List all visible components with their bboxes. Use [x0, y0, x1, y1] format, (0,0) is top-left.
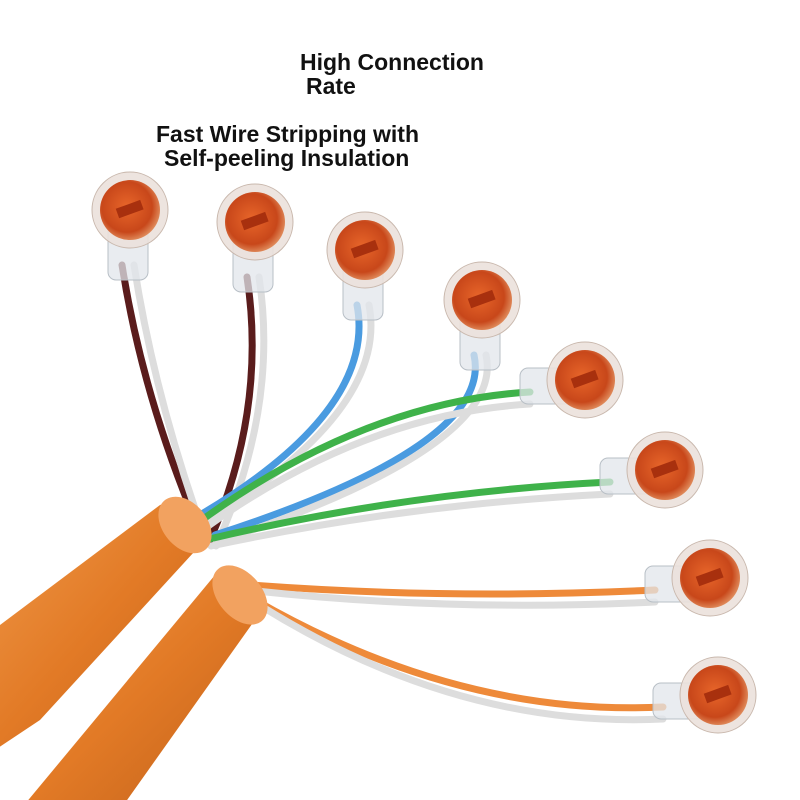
- caption-fast-wire-stripping: Fast Wire Stripping with Self-peeling In…: [156, 122, 419, 170]
- wire: [207, 490, 614, 550]
- wire: [211, 351, 479, 539]
- wires: [118, 261, 667, 724]
- wire: [191, 388, 534, 529]
- caption-line: High Connection: [300, 49, 484, 75]
- wire: [130, 261, 205, 530]
- wire: [252, 587, 659, 609]
- wire: [217, 351, 491, 545]
- connector: [599, 431, 704, 509]
- connector: [519, 341, 624, 419]
- caption-line: Rate: [306, 73, 356, 99]
- wire: [251, 596, 667, 712]
- cable-jackets: [0, 496, 268, 800]
- wire: [201, 478, 614, 544]
- wire: [246, 581, 659, 598]
- wire: [118, 261, 199, 524]
- connectors: [91, 171, 757, 734]
- caption-line: Fast Wire Stripping with: [156, 121, 420, 147]
- connector: [91, 171, 169, 281]
- caption-line: Self-peeling Insulation: [164, 145, 410, 171]
- connector: [326, 211, 404, 321]
- connector: [652, 656, 757, 734]
- connector: [644, 539, 749, 617]
- wire: [197, 400, 534, 535]
- wire: [202, 301, 375, 525]
- wire: [196, 301, 363, 519]
- wire: [257, 602, 667, 724]
- connector: [216, 183, 294, 293]
- caption-high-connection-rate: High Connection Rate: [300, 50, 484, 98]
- connector: [443, 261, 521, 371]
